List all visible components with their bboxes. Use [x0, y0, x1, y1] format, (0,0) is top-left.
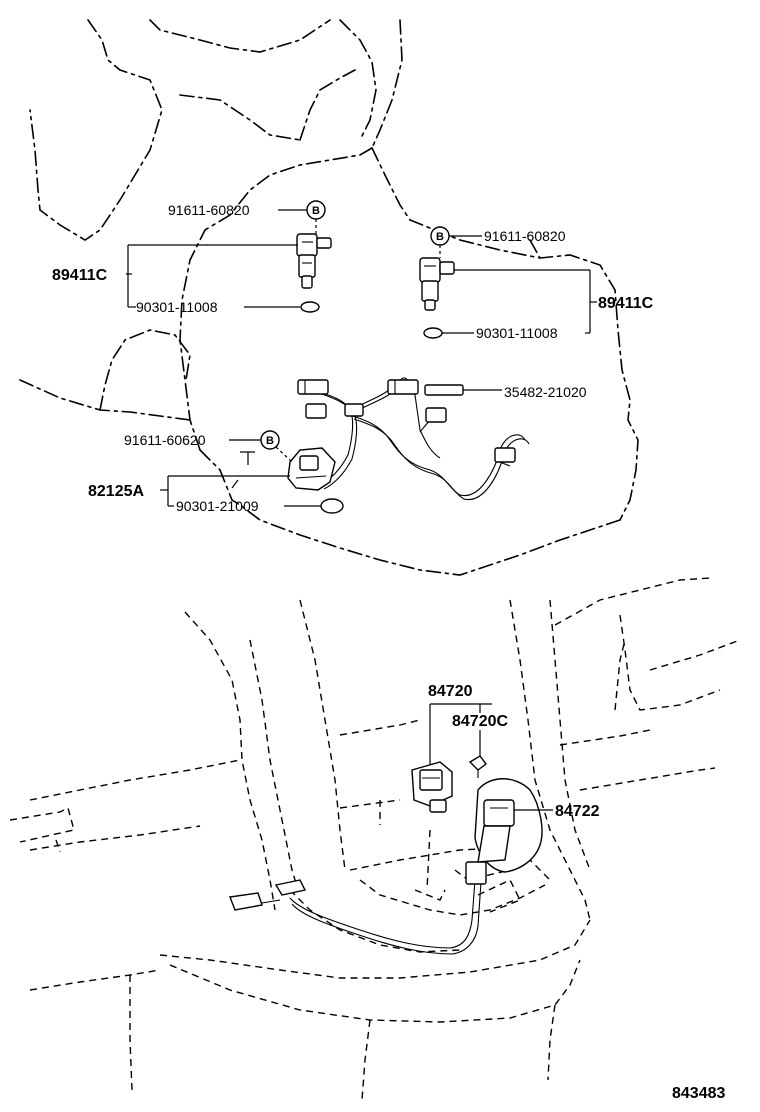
speed-sensor-right[interactable]	[419, 257, 455, 311]
wire-harness[interactable]	[297, 377, 530, 500]
o-ring-left[interactable]	[300, 301, 320, 313]
marker-b-label: B	[266, 435, 274, 447]
label-relay: 84720	[428, 683, 473, 700]
label-bolt-top-right: 91611-60820	[484, 228, 566, 244]
bolt-b-marker-right: B	[430, 226, 450, 258]
neutral-start-switch[interactable]	[465, 778, 543, 885]
speed-sensor-left[interactable]	[296, 233, 332, 289]
marker-b-label: B	[436, 231, 444, 243]
o-ring-right[interactable]	[423, 327, 443, 339]
label-sensor-right: 89411C	[598, 295, 654, 312]
label-sensor-lower: 82125A	[88, 483, 144, 500]
label-oring-left: 90301-11008	[136, 299, 218, 315]
label-bolt-lower: 91611-60620	[124, 432, 206, 448]
switch-wiring	[229, 879, 482, 955]
label-switch: 84722	[555, 803, 600, 820]
lower-leader-lines	[429, 703, 553, 811]
relay-clip[interactable]	[468, 755, 487, 778]
marker-b-label: B	[312, 205, 320, 217]
floor-console-outline	[9, 577, 741, 1101]
label-harness: 35482-21020	[504, 384, 587, 400]
label-sensor-left: 89411C	[52, 267, 108, 284]
o-ring-lower[interactable]	[320, 498, 344, 514]
label-oring-lower: 90301-21009	[176, 498, 259, 514]
bolt-b-marker-left: B	[306, 200, 326, 234]
speed-sensor-lower[interactable]	[287, 447, 336, 491]
label-bolt-top-left: 91611-60820	[168, 202, 250, 218]
bolt-b-marker-lower: B	[260, 430, 293, 463]
figure-id: 843483	[672, 1085, 725, 1102]
label-oring-right: 90301-11008	[476, 325, 558, 341]
transmission-outline	[19, 19, 639, 576]
relay-unit[interactable]	[411, 761, 453, 813]
label-relay-c: 84720C	[452, 713, 508, 730]
upper-leader-lines	[126, 209, 597, 507]
